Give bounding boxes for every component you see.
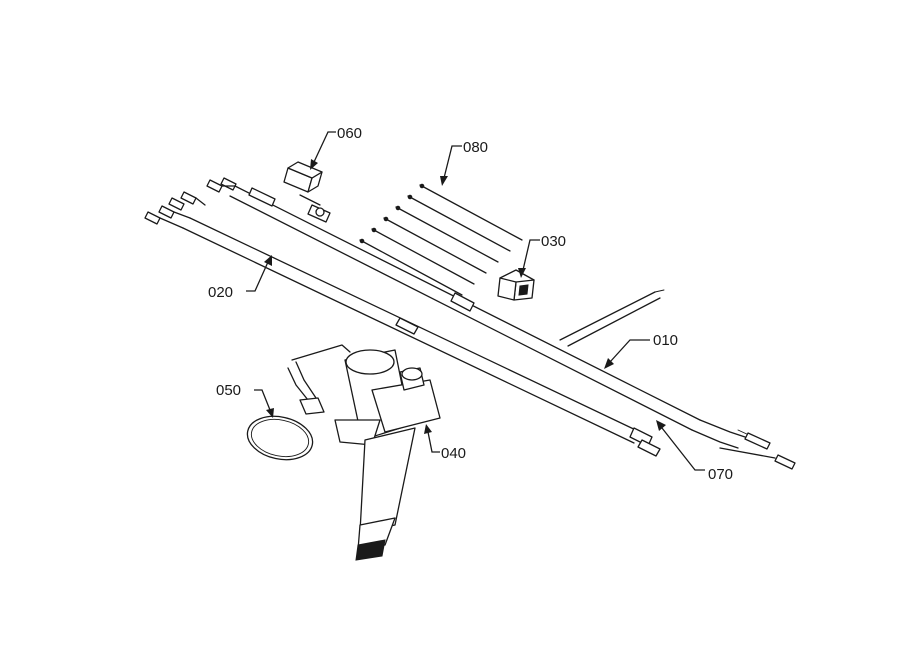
callout-040: 040 [424,424,466,462]
label-020: 020 [208,284,233,301]
callout-060: 060 [310,125,362,170]
cable-assembly-020 [144,191,661,457]
label-070: 070 [708,466,733,483]
cable-ties-080 [359,183,523,296]
callout-070: 070 [656,420,733,483]
cable-harness-010 [206,177,796,470]
rocker-switch-030 [497,269,535,301]
callout-050: 050 [216,382,274,418]
actuator-040 [287,344,441,561]
label-080: 080 [463,139,488,156]
callout-080: 080 [440,139,488,186]
callout-010: 010 [604,332,678,369]
relay-060 [283,161,331,223]
retaining-ring-050 [246,415,314,461]
callout-020: 020 [208,255,272,301]
label-040: 040 [441,445,466,462]
label-050: 050 [216,382,241,399]
label-030: 030 [541,233,566,250]
label-010: 010 [653,332,678,349]
label-060: 060 [337,125,362,142]
callout-030: 030 [518,233,566,278]
